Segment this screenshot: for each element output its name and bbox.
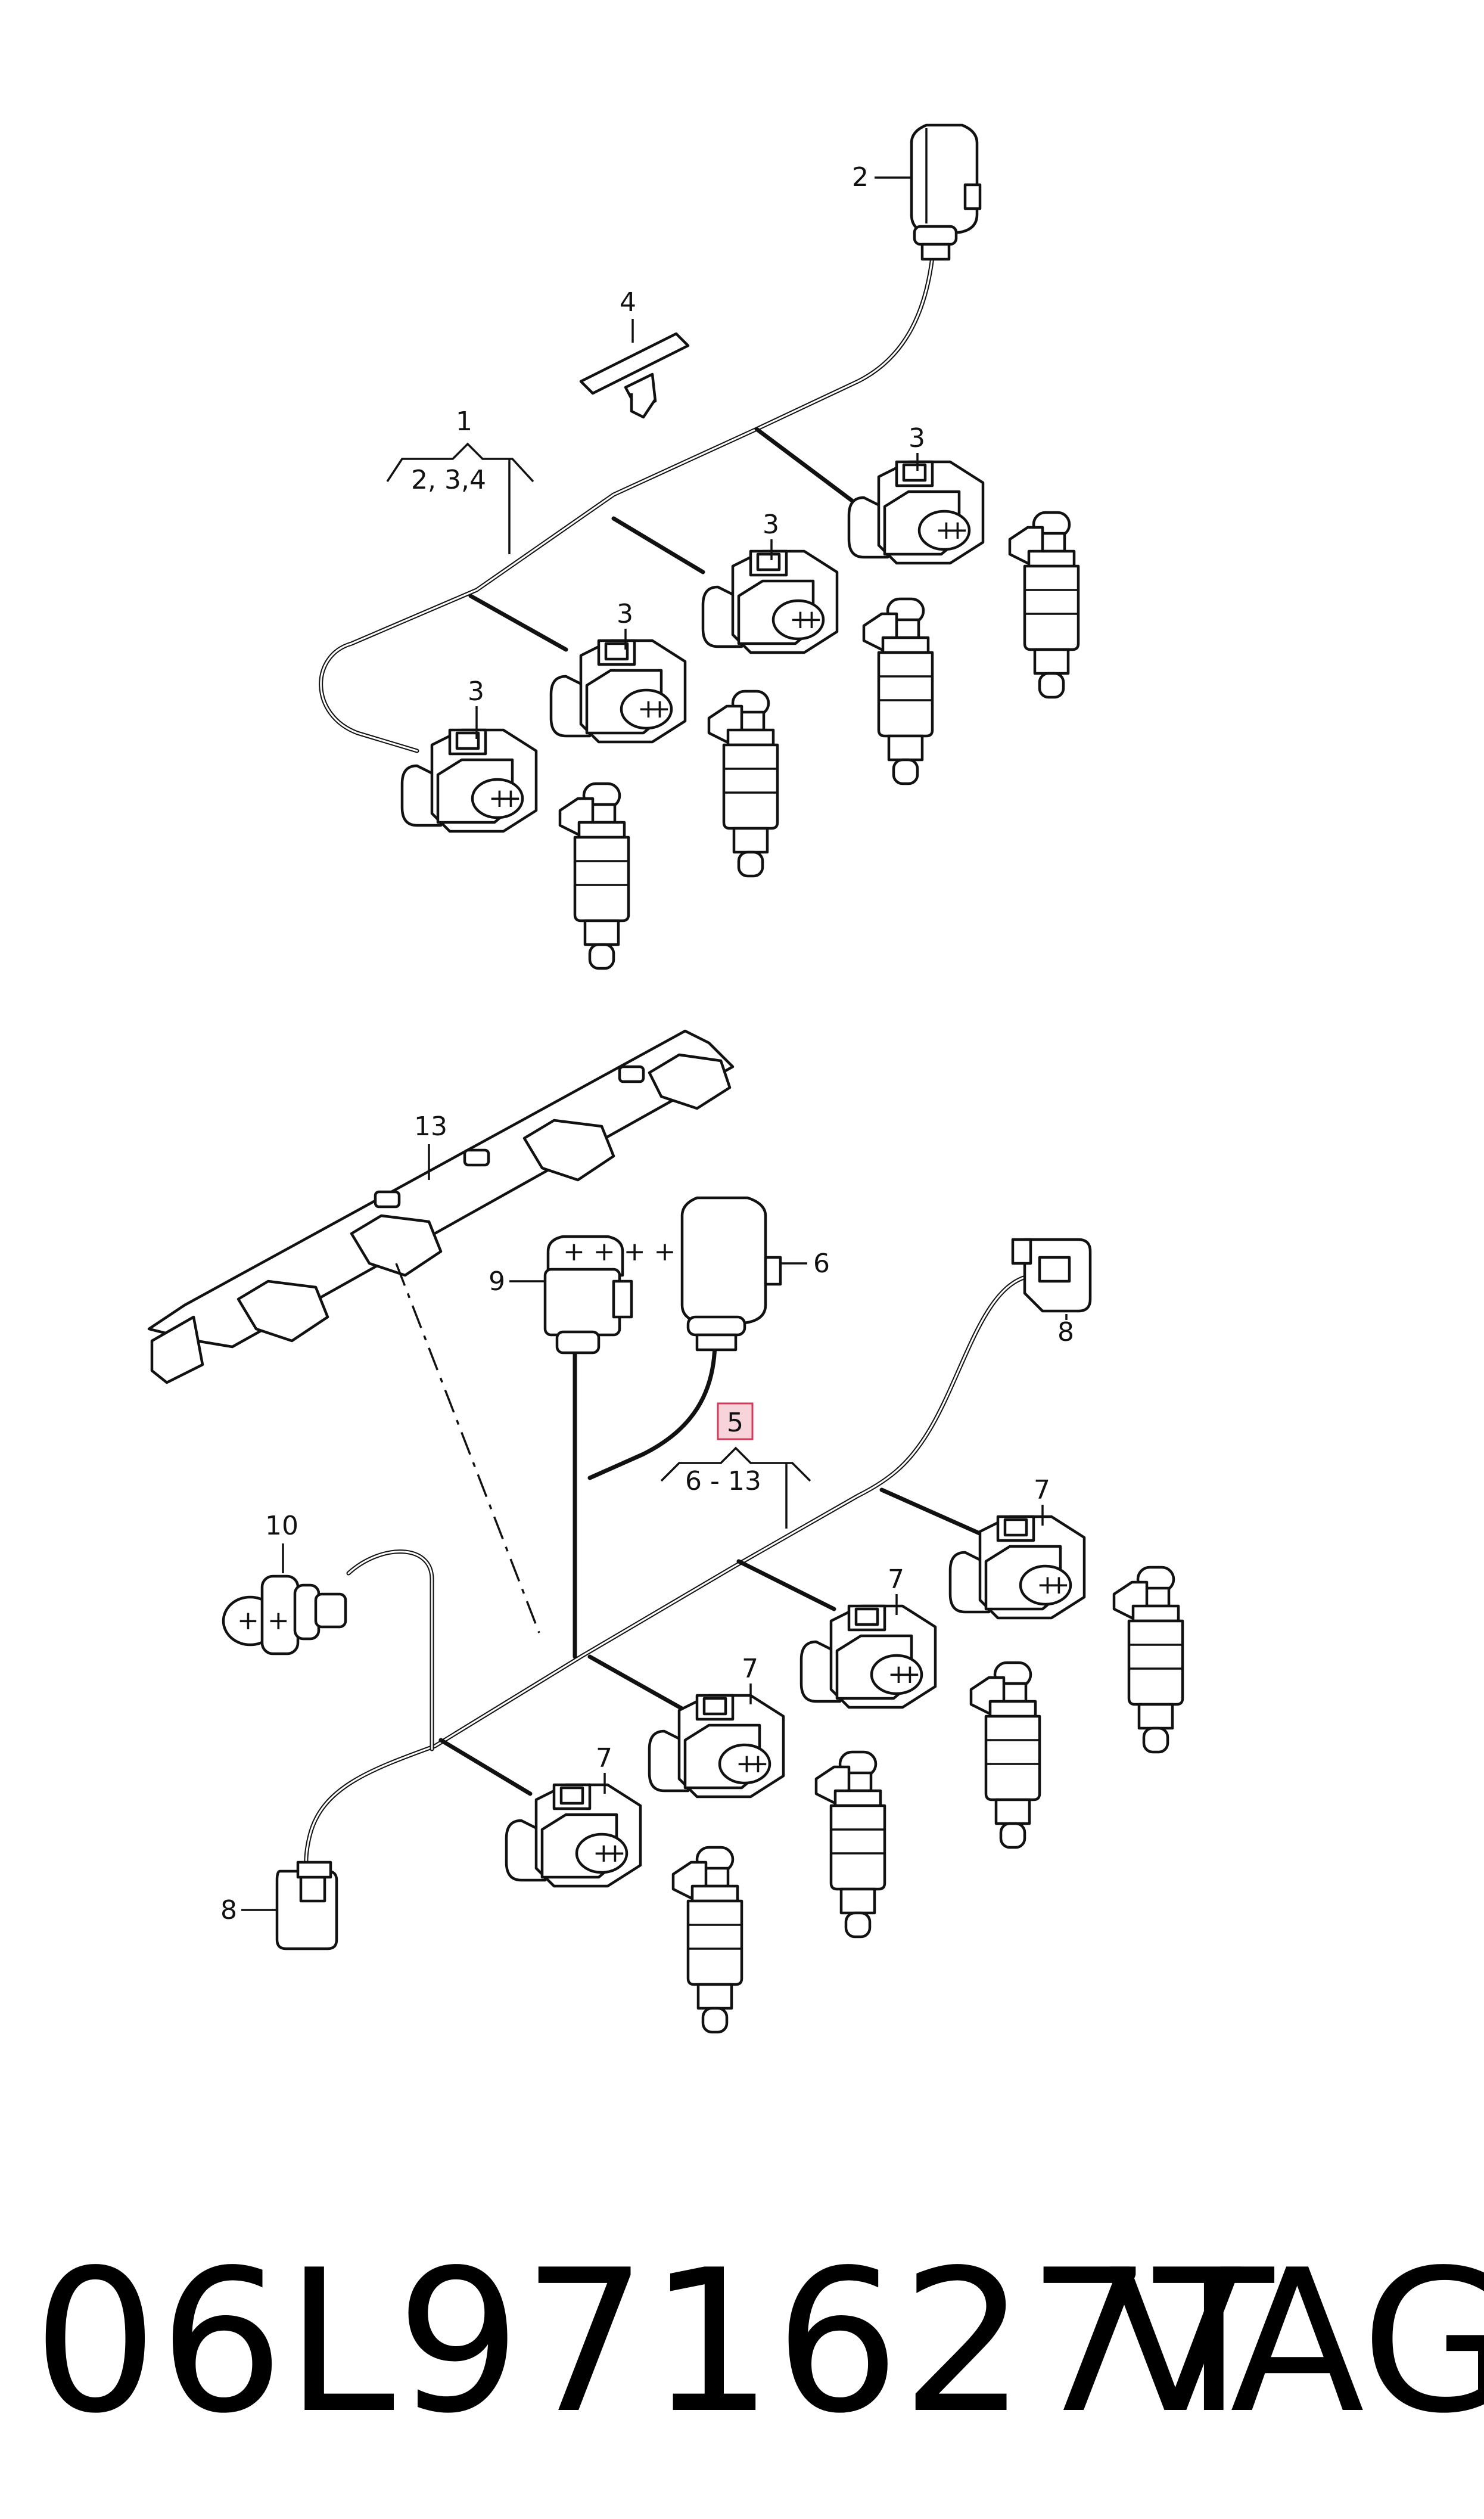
callout-5-highlight xyxy=(717,1402,754,1440)
callout-4: 4 xyxy=(620,287,636,318)
lower-callouts: 13 9 6 8 5 6 - 13 10 7 7 7 7 8 xyxy=(220,1111,1074,1925)
callout-10: 10 xyxy=(265,1511,298,1541)
cable-holder-13 xyxy=(147,1029,735,1384)
exploded-parts-diagram: + + xyxy=(147,123,1484,2217)
lower-harness-wires xyxy=(304,1273,1036,1897)
callout-3b: 3 xyxy=(763,510,779,540)
callout-7a: 7 xyxy=(1034,1475,1050,1505)
sensor-10: + + xyxy=(222,1574,347,1655)
callout-8-left: 8 xyxy=(220,1895,237,1925)
upper-harness-wires xyxy=(319,236,937,753)
callout-5: 5 xyxy=(727,1408,743,1438)
callout-7c: 7 xyxy=(742,1654,758,1684)
callout-7b: 7 xyxy=(888,1564,904,1595)
wiring-clip-4 xyxy=(579,332,690,419)
callout-13: 13 xyxy=(414,1111,447,1142)
connector-6-plug xyxy=(680,1196,782,1352)
callout-3c: 3 xyxy=(617,599,633,629)
dash-dot-line xyxy=(395,1263,540,1633)
callout-3a: 3 xyxy=(909,423,925,454)
connector-8-left xyxy=(275,1860,338,1950)
callout-1-sub: 2, 3,4 xyxy=(411,465,486,495)
connector-2-plug xyxy=(910,123,982,261)
connector-9: + + + + xyxy=(543,1235,676,1355)
brand-label: VAG xyxy=(1108,2228,1484,2456)
callout-9: 9 xyxy=(489,1266,505,1297)
callout-3d: 3 xyxy=(468,676,484,707)
callout-5-sub: 6 - 13 xyxy=(685,1466,761,1496)
svg-text:+ +: + + xyxy=(237,1605,290,1636)
callout-7d: 7 xyxy=(596,1743,612,1773)
callout-2: 2 xyxy=(852,162,869,192)
callout-1: 1 xyxy=(456,406,472,437)
part-number-label: 06L971627T xyxy=(33,2228,1275,2456)
callout-8-right: 8 xyxy=(1057,1317,1074,1347)
callout-6: 6 xyxy=(813,1248,830,1279)
connector-8-right xyxy=(1011,1238,1092,1313)
upper-callouts: 2 4 1 2, 3,4 3 3 3 3 xyxy=(386,162,925,739)
svg-text:+ + + +: + + + + xyxy=(563,1237,676,1267)
